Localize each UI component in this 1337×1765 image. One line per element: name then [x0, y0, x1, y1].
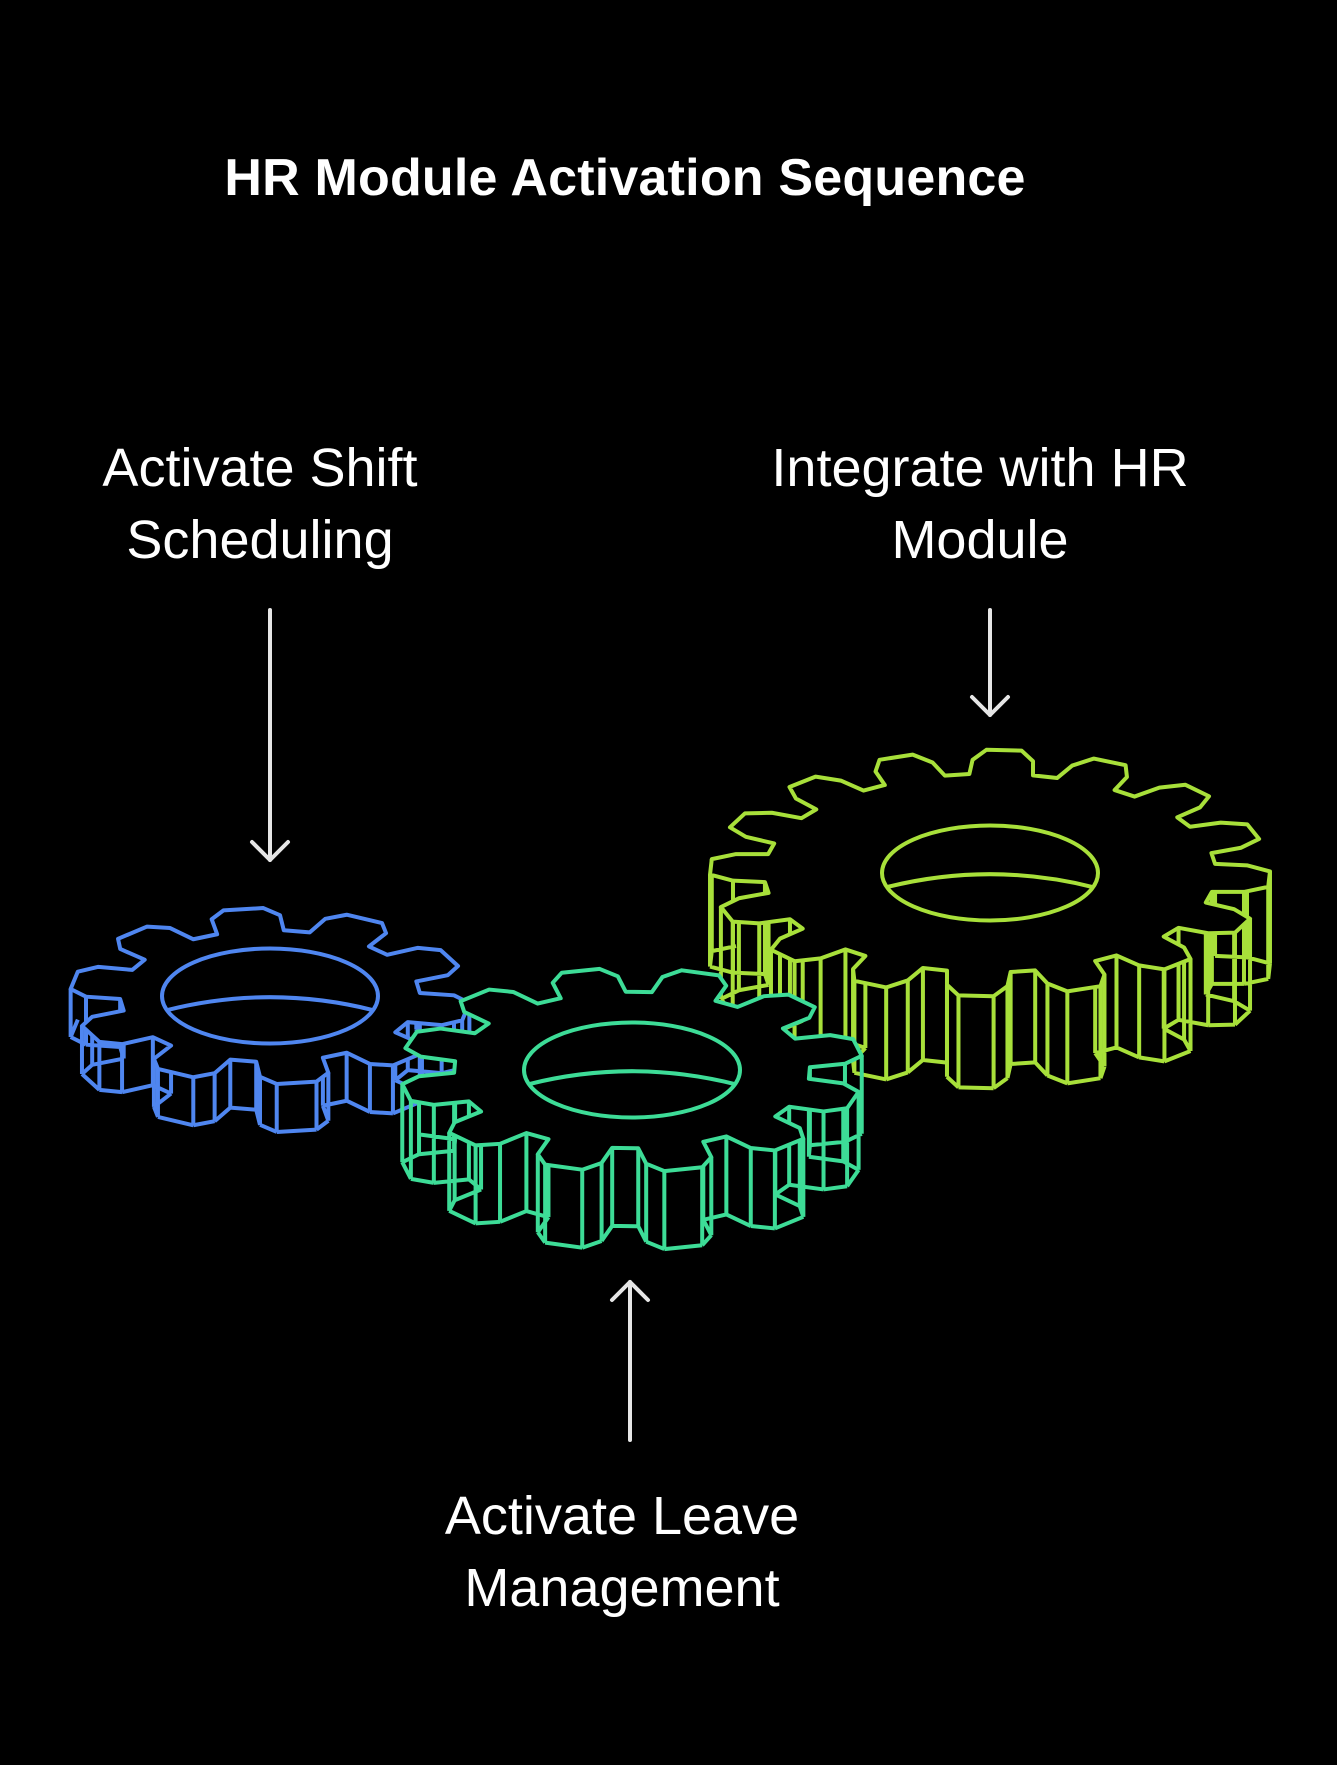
gear-lime-icon — [708, 747, 1272, 1091]
arrows-group — [250, 608, 1010, 1442]
page-title: HR Module Activation Sequence — [224, 149, 1026, 207]
label-line: Management — [464, 1558, 780, 1618]
label-line: Activate Shift — [102, 438, 418, 498]
label-line: Activate Leave — [444, 1486, 800, 1546]
label-activate-shift-scheduling: Activate Shift Scheduling — [40, 432, 480, 576]
arrow-down-icon — [250, 608, 290, 862]
gear-blue-icon — [68, 906, 472, 1134]
arrow-up-icon — [610, 1280, 650, 1442]
label-integrate-hr-module: Integrate with HR Module — [730, 432, 1230, 576]
label-activate-leave-management: Activate Leave Management — [380, 1480, 864, 1624]
gear-green-icon — [400, 966, 864, 1252]
label-line: Module — [891, 510, 1069, 570]
arrow-down-icon — [970, 608, 1010, 717]
gears-group — [68, 747, 1272, 1252]
label-line: Scheduling — [126, 510, 394, 570]
label-line: Integrate with HR — [771, 438, 1189, 498]
